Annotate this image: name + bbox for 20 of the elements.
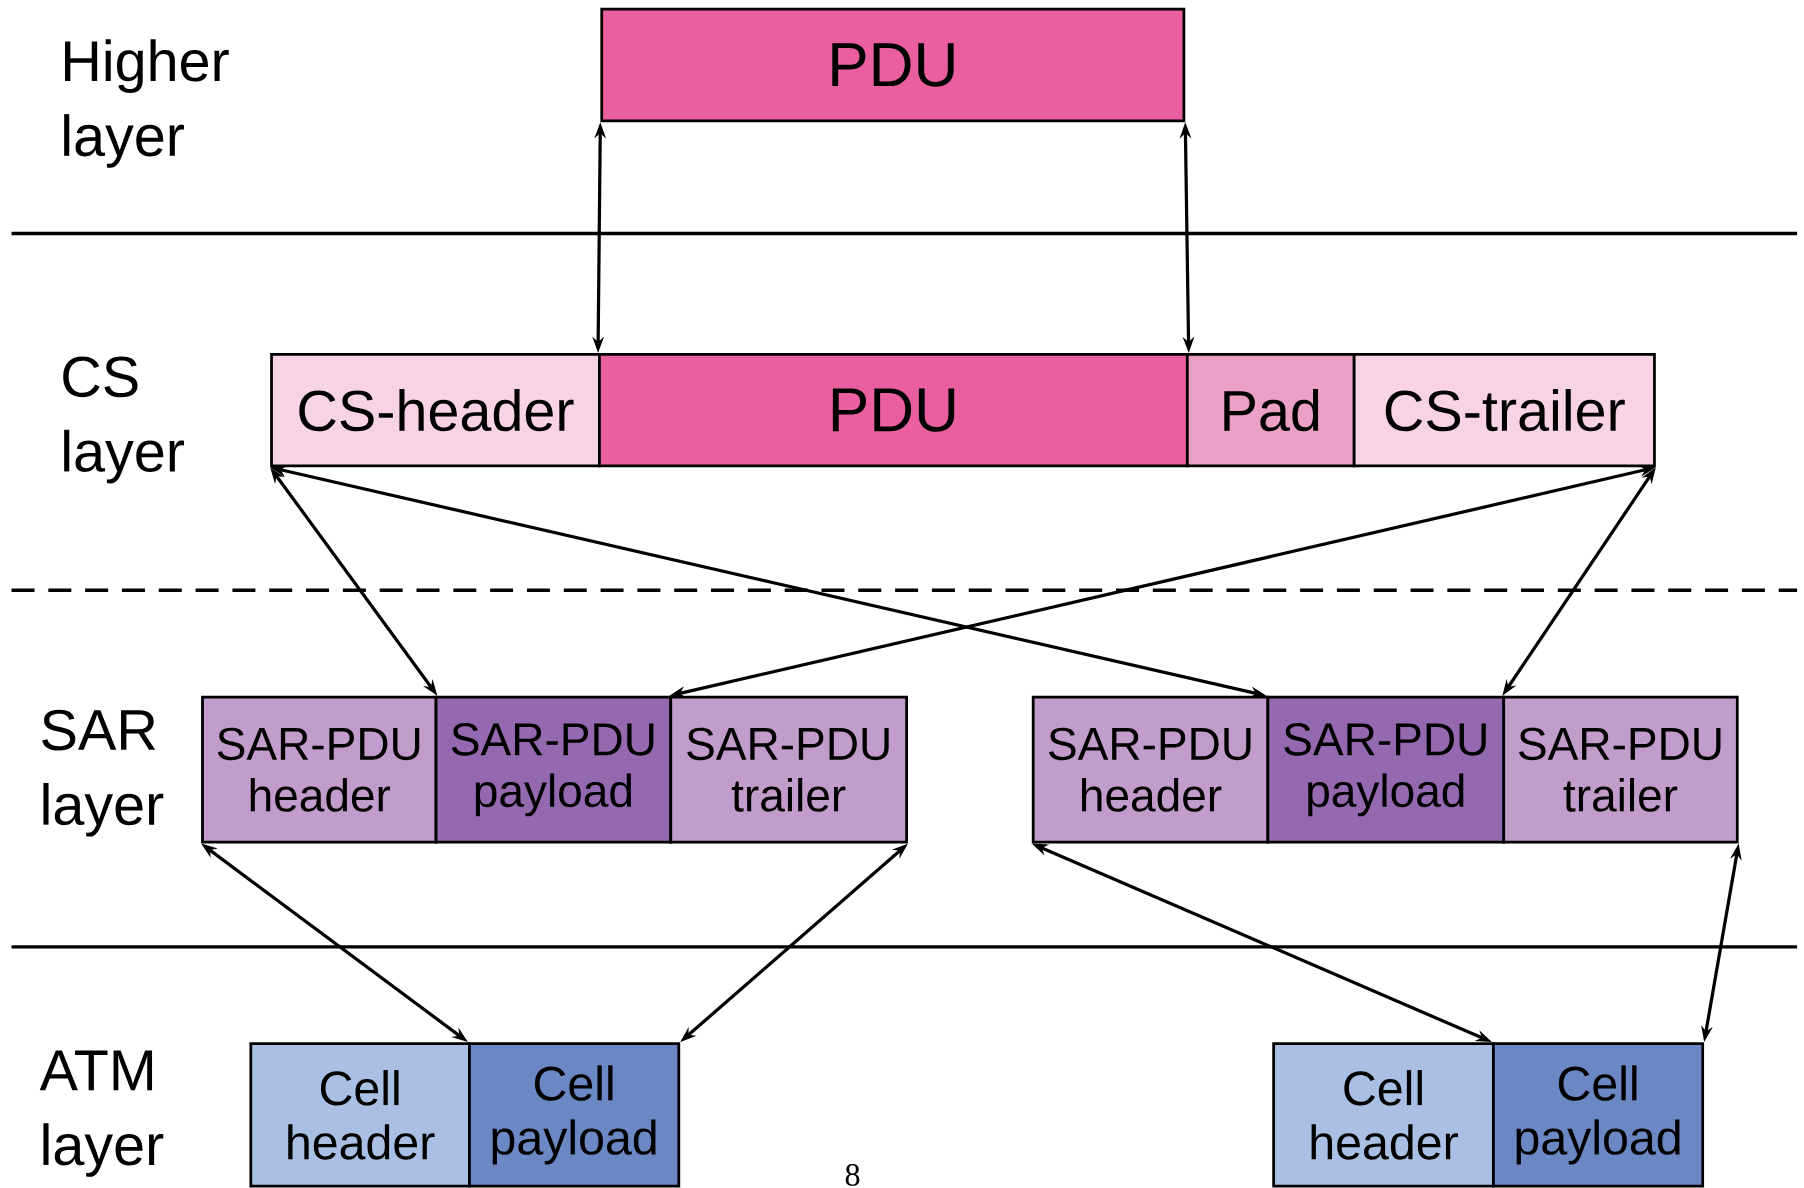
header-box: SAR-PDU header xyxy=(1031,695,1270,844)
header-box: SAR-PDU header xyxy=(201,695,438,844)
header-box: Cell header xyxy=(1272,1041,1495,1188)
header-box: Cell header xyxy=(249,1041,471,1188)
header-box: CS-header xyxy=(270,352,601,468)
layer-label: Higher layer xyxy=(64,39,229,168)
payload-box: SAR-PDU payload xyxy=(434,695,673,844)
trailer-box: SAR-PDU trailer xyxy=(669,695,908,844)
pad-box: Pad xyxy=(1185,352,1356,468)
pdu-box: PDU xyxy=(598,352,1189,468)
layer-label: SAR layer xyxy=(42,709,164,837)
trailer-box: SAR-PDU trailer xyxy=(1502,695,1739,844)
layer-label: CS layer xyxy=(63,356,184,484)
payload-box: SAR-PDU payload xyxy=(1266,695,1506,844)
payload-box: Cell payload xyxy=(468,1041,681,1188)
payload-box: Cell payload xyxy=(1492,1041,1705,1188)
pdu-box: PDU xyxy=(600,7,1186,122)
trailer-box: CS-trailer xyxy=(1352,352,1656,468)
page-number: 8 xyxy=(845,1163,860,1186)
layer-label: ATM layer xyxy=(39,1050,164,1177)
